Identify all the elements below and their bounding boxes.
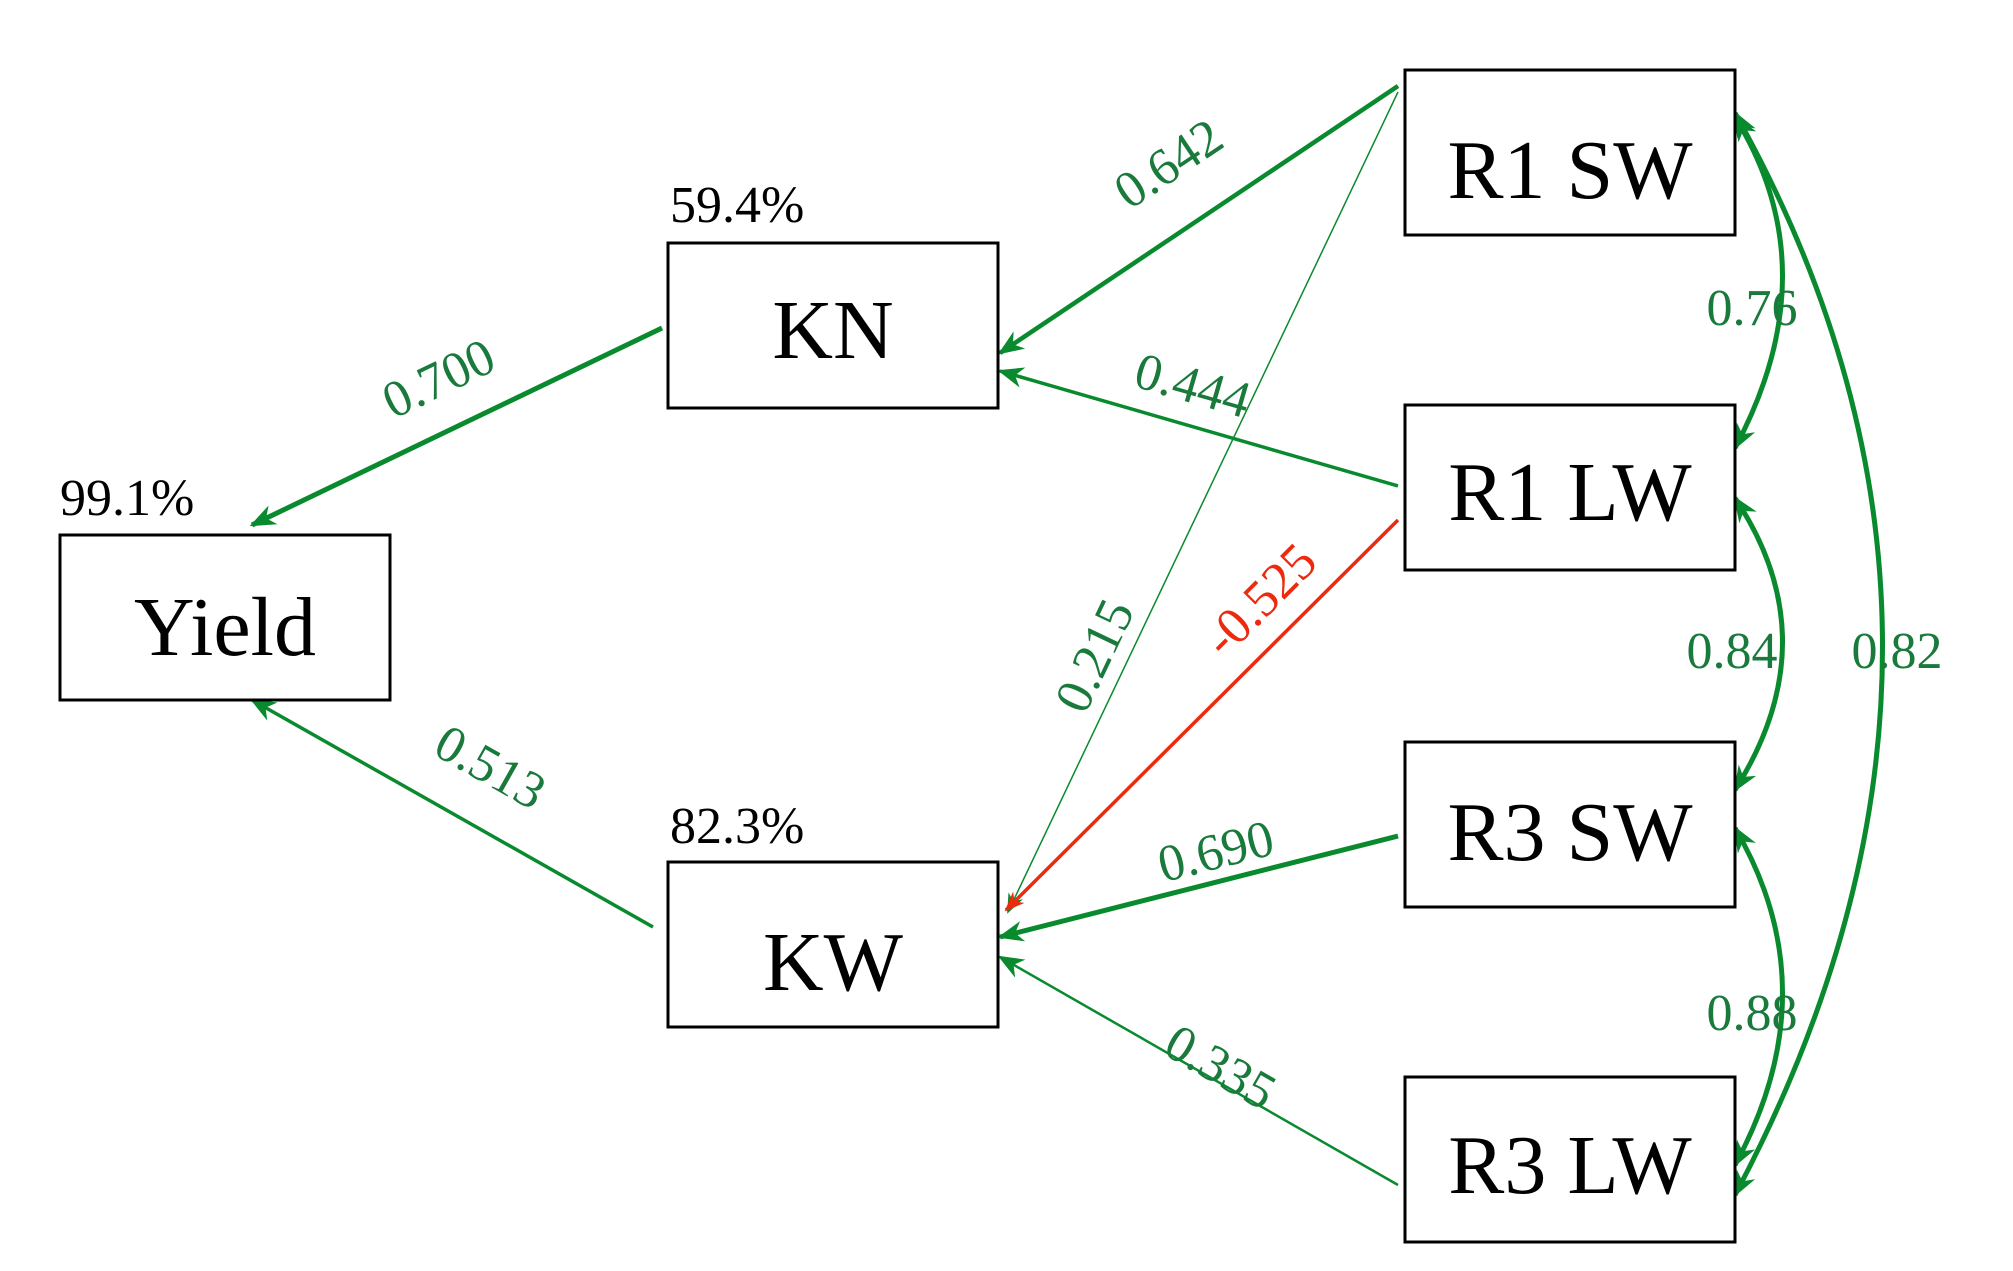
- node-label-kn: KN: [772, 284, 893, 377]
- path-arrow-r1sw-kn: [997, 84, 1400, 355]
- node-label-r3lw: R3 LW: [1448, 1119, 1692, 1212]
- corr-label-r1sw-r3lw: 0.82: [1852, 623, 1943, 680]
- path-arrow-r1lw-kw: [1004, 518, 1400, 912]
- corr-arc-r1lw-r3sw: [1732, 495, 1785, 793]
- path-arrow-r3sw-kw: [997, 833, 1399, 942]
- path-arrow-kn-yield: [249, 325, 664, 528]
- node-r1lw: R1 LW: [1403, 403, 1737, 572]
- r2-label-kn: 59.4%: [670, 177, 804, 234]
- path-arrow-r1sw-kw: [1007, 91, 1399, 914]
- path-arrow-r1lw-kn: [997, 367, 1399, 488]
- node-label-kw: KW: [763, 916, 904, 1009]
- node-kw: KW: [666, 860, 1000, 1029]
- node-r3sw: R3 SW: [1403, 740, 1737, 909]
- corr-arc-r1sw-r3lw: [1732, 110, 1885, 1198]
- node-label-r3sw: R3 SW: [1447, 786, 1693, 879]
- corr-label-r3sw-r3lw: 0.88: [1707, 985, 1798, 1042]
- coef-label-r3lw-kw: 0.335: [1155, 1014, 1285, 1122]
- corr-label-r1lw-r3sw: 0.84: [1687, 623, 1778, 680]
- node-r1sw: R1 SW: [1403, 68, 1737, 237]
- node-label-r1lw: R1 LW: [1448, 446, 1692, 539]
- coef-label-r1sw-kw: 0.215: [1044, 591, 1146, 721]
- node-kn: KN: [666, 241, 1000, 410]
- corr-label-r1sw-r1lw: 0.76: [1707, 280, 1798, 337]
- coef-label-r1sw-kn: 0.642: [1104, 108, 1233, 220]
- coef-label-r1lw-kw: -0.525: [1193, 533, 1328, 668]
- coef-label-r3sw-kw: 0.690: [1152, 810, 1279, 894]
- coef-label-r1lw-kn: 0.444: [1128, 343, 1256, 430]
- node-label-yield: Yield: [134, 581, 316, 674]
- r2-label-yield: 99.1%: [60, 470, 194, 527]
- r2-label-kw: 82.3%: [670, 798, 804, 855]
- path-arrow-kw-yield: [249, 698, 654, 929]
- node-r3lw: R3 LW: [1403, 1075, 1737, 1244]
- node-yield: Yield: [58, 533, 392, 702]
- corr-arc-r3sw-r3lw: [1732, 825, 1785, 1168]
- node-label-r1sw: R1 SW: [1447, 124, 1693, 217]
- path-arrow-r3lw-kw: [997, 955, 1399, 1187]
- coef-label-kw-yield: 0.513: [425, 714, 555, 821]
